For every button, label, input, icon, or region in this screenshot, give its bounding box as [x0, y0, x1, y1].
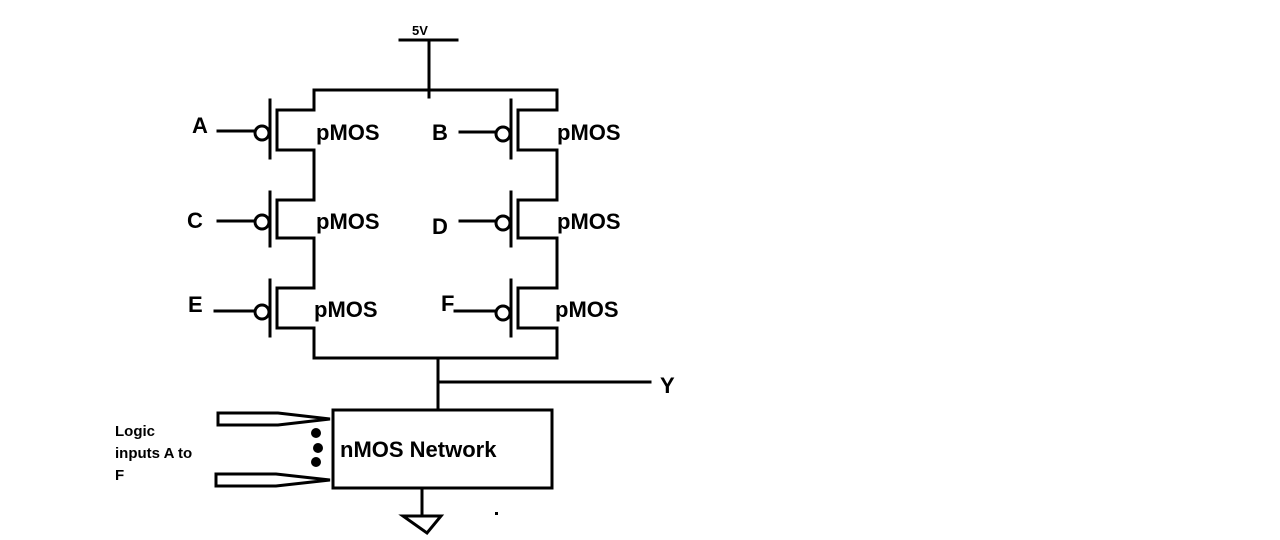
gate-bubble: [253, 124, 271, 142]
gate-bubble: [494, 214, 512, 232]
pmos-transistor-d: D pMOS: [432, 190, 621, 248]
gate-bubble: [494, 304, 512, 322]
pmos-label-e: pMOS: [314, 297, 378, 322]
logic-inputs-line2: inputs A to: [115, 445, 192, 462]
gate-bubble: [253, 213, 271, 231]
pmos-transistor-b: B pMOS: [432, 88, 621, 160]
input-label-d: D: [432, 214, 448, 239]
nmos-network-label: nMOS Network: [340, 437, 497, 462]
pmos-transistor-c: C pMOS: [187, 190, 380, 248]
input-label-e: E: [188, 292, 203, 317]
ellipsis-dot: [311, 457, 321, 467]
gate-bubble: [253, 303, 271, 321]
input-label-b: B: [432, 120, 448, 145]
pmos-label-f: pMOS: [555, 297, 619, 322]
input-label-f: F: [441, 291, 454, 316]
stray-dot: [495, 512, 498, 515]
input-label-a: A: [192, 113, 208, 138]
pmos-label-a: pMOS: [316, 120, 380, 145]
pmos-label-c: pMOS: [316, 209, 380, 234]
ground-icon: [398, 514, 445, 536]
input-arrow-top: [216, 411, 331, 427]
pmos-transistor-e: E pMOS: [188, 278, 378, 338]
arrow-shape: [216, 411, 331, 427]
nmos-network-box: [331, 408, 554, 490]
pmos-label-b: pMOS: [557, 120, 621, 145]
pmos-label-d: pMOS: [557, 209, 621, 234]
input-label-c: C: [187, 208, 203, 233]
nmos-network-block: nMOS Network: [331, 408, 554, 490]
pmos-transistor-a: A pMOS: [192, 88, 380, 160]
ellipsis-dot: [311, 428, 321, 438]
ellipsis-dot: [313, 443, 323, 453]
gate-bubble: [494, 125, 512, 143]
input-arrow-bottom: [214, 472, 331, 488]
logic-inputs-line3: F: [115, 467, 124, 484]
ground-symbol: [398, 486, 445, 536]
output-label: Y: [660, 373, 675, 398]
arrow-shape: [214, 472, 331, 488]
pmos-transistor-f: F pMOS: [441, 278, 619, 338]
logic-inputs-line1: Logic: [115, 423, 155, 440]
power-supply: 5V: [398, 23, 459, 99]
supply-label: 5V: [412, 23, 428, 38]
